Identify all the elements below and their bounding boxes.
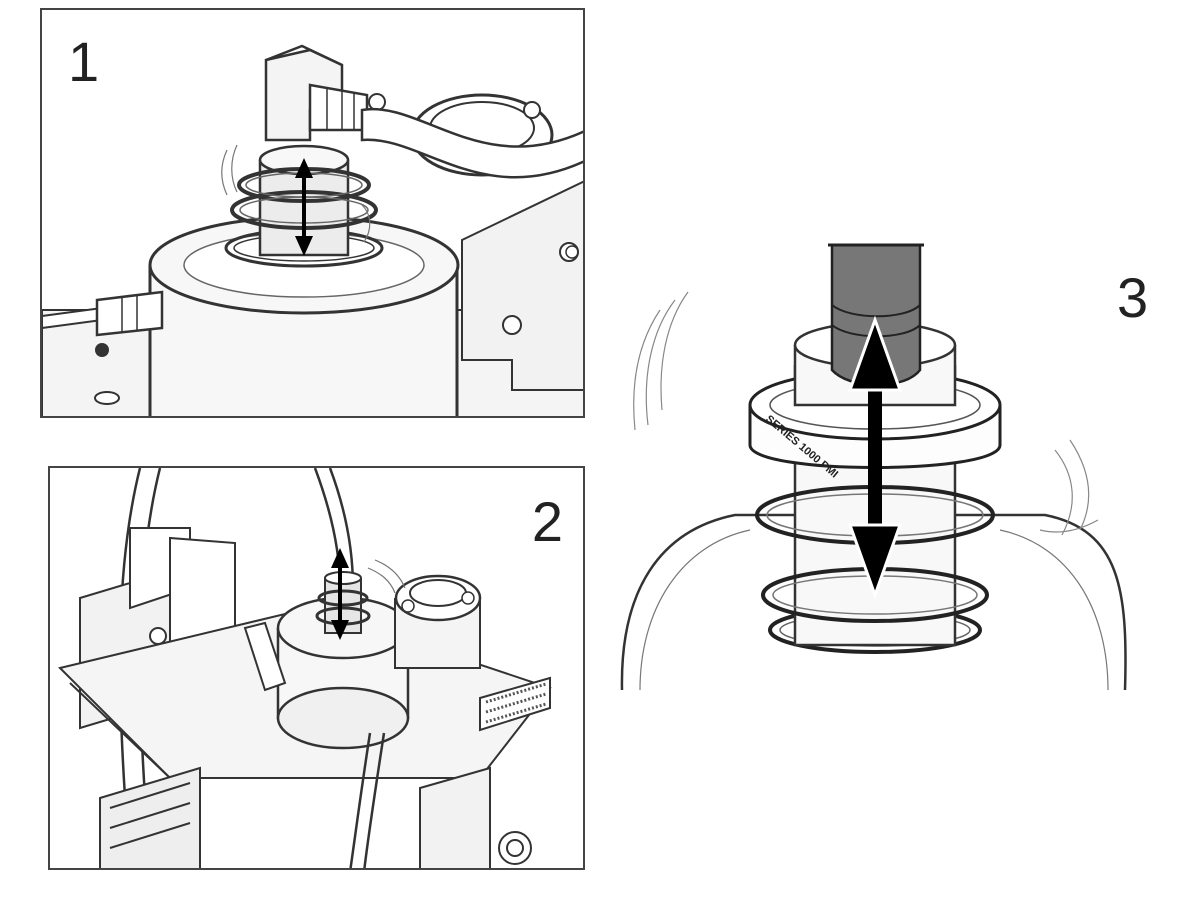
step-3-illustration: SERIES 1000 PMI bbox=[620, 243, 1127, 691]
step-2-illustration bbox=[58, 468, 552, 868]
step-number-3: 3 bbox=[1117, 266, 1149, 329]
step-1-panel: 1 bbox=[40, 8, 585, 418]
step-3-panel: SERIES 1000 PMI bbox=[600, 230, 1200, 700]
step-1-illustration bbox=[42, 44, 583, 416]
step-number-1: 1 bbox=[68, 30, 100, 93]
step-number-2: 2 bbox=[531, 490, 563, 553]
step-2-panel: 2 bbox=[48, 466, 585, 870]
